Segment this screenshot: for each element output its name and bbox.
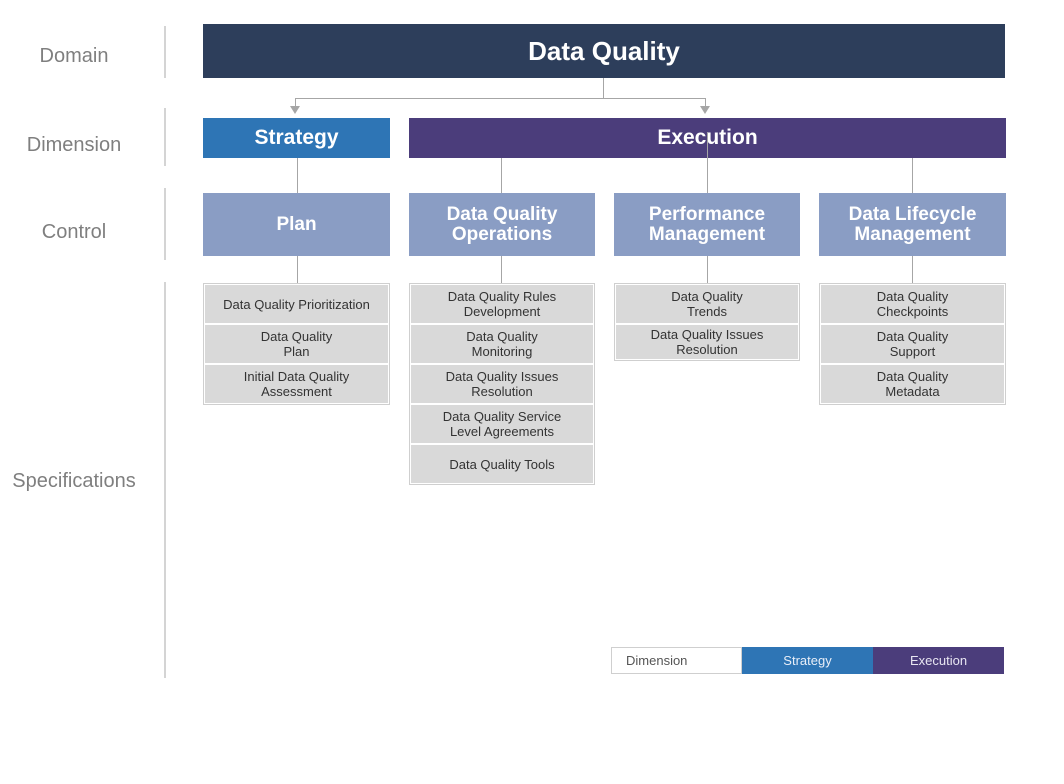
spec-item: Data Quality Plan xyxy=(205,325,388,363)
row-label-control: Control xyxy=(41,221,107,243)
spec-item-text: Data Quality Plan xyxy=(260,329,333,359)
spec-item: Data Quality Issues Resolution xyxy=(411,365,593,403)
control-operations-box: Data Quality Operations xyxy=(409,193,595,256)
spec-item: Data Quality Rules Development xyxy=(411,285,593,323)
legend-strategy: Strategy xyxy=(742,647,873,674)
control-plan-box: Plan xyxy=(203,193,390,256)
spec-item: Data Quality Prioritization xyxy=(205,285,388,323)
connector-domain-down xyxy=(603,78,604,99)
dimension-strategy-label: Strategy xyxy=(254,126,339,149)
spec-item-text: Data Quality Metadata xyxy=(876,369,949,399)
connector-strategy-drop xyxy=(295,98,296,106)
separator-domain xyxy=(164,26,166,78)
spec-item-text: Initial Data Quality Assessment xyxy=(243,369,350,399)
domain-label: Data Quality xyxy=(528,35,680,66)
connector-execution-lifecycle xyxy=(912,158,913,193)
control-lifecycle-label: Data Lifecycle Management xyxy=(848,203,977,245)
control-performance-box: Performance Management xyxy=(614,193,800,256)
legend: Dimension Strategy Execution xyxy=(611,647,1004,674)
connector-execution-operations xyxy=(501,158,502,193)
spec-item: Data Quality Monitoring xyxy=(411,325,593,363)
separator-specifications xyxy=(164,282,166,678)
row-label-dimension: Dimension xyxy=(26,134,122,156)
connector-execution-drop xyxy=(705,98,706,106)
legend-dimension: Dimension xyxy=(611,647,742,674)
spec-item-text: Data Quality Checkpoints xyxy=(876,289,949,319)
control-performance-label: Performance Management xyxy=(648,203,766,245)
connector-performance-specs xyxy=(707,256,708,283)
domain-box: Data Quality xyxy=(203,24,1005,78)
connector-strategy-plan xyxy=(297,158,298,193)
connector-execution-performance xyxy=(707,132,708,193)
spec-item: Data Quality Tools xyxy=(411,445,593,483)
spec-item: Data Quality Issues Resolution xyxy=(616,325,798,359)
connector-operations-specs xyxy=(501,256,502,283)
spec-item-text: Data Quality Service Level Agreements xyxy=(442,409,562,439)
connector-domain-horizontal xyxy=(295,98,706,99)
spec-item-text: Data Quality Support xyxy=(876,329,949,359)
spec-column-performance: Data Quality Trends Data Quality Issues … xyxy=(614,283,800,361)
spec-item-text: Data Quality Monitoring xyxy=(466,329,538,359)
spec-item: Data Quality Checkpoints xyxy=(821,285,1004,323)
arrow-to-strategy xyxy=(290,106,300,114)
spec-column-plan: Data Quality Prioritization Data Quality… xyxy=(203,283,390,405)
spec-column-operations: Data Quality Rules Development Data Qual… xyxy=(409,283,595,485)
spec-item: Data Quality Support xyxy=(821,325,1004,363)
spec-item: Initial Data Quality Assessment xyxy=(205,365,388,403)
spec-item-text: Data Quality Trends xyxy=(671,289,743,319)
legend-execution: Execution xyxy=(873,647,1004,674)
dimension-strategy-box: Strategy xyxy=(203,118,390,158)
control-lifecycle-box: Data Lifecycle Management xyxy=(819,193,1006,256)
spec-item-text: Data Quality Issues Resolution xyxy=(445,369,559,399)
control-plan-label: Plan xyxy=(276,213,317,235)
separator-control xyxy=(164,188,166,260)
arrow-to-execution xyxy=(700,106,710,114)
control-operations-label: Data Quality Operations xyxy=(446,203,558,245)
spec-item: Data Quality Service Level Agreements xyxy=(411,405,593,443)
connector-plan-specs xyxy=(297,256,298,283)
row-label-specifications: Specifications xyxy=(12,470,136,492)
spec-item: Data Quality Trends xyxy=(616,285,798,323)
spec-item: Data Quality Metadata xyxy=(821,365,1004,403)
separator-dimension xyxy=(164,108,166,166)
row-label-domain: Domain xyxy=(39,45,109,67)
connector-lifecycle-specs xyxy=(912,256,913,283)
spec-item-text: Data Quality Issues Resolution xyxy=(650,327,764,357)
spec-item-text: Data Quality Rules Development xyxy=(447,289,557,319)
spec-column-lifecycle: Data Quality Checkpoints Data Quality Su… xyxy=(819,283,1006,405)
